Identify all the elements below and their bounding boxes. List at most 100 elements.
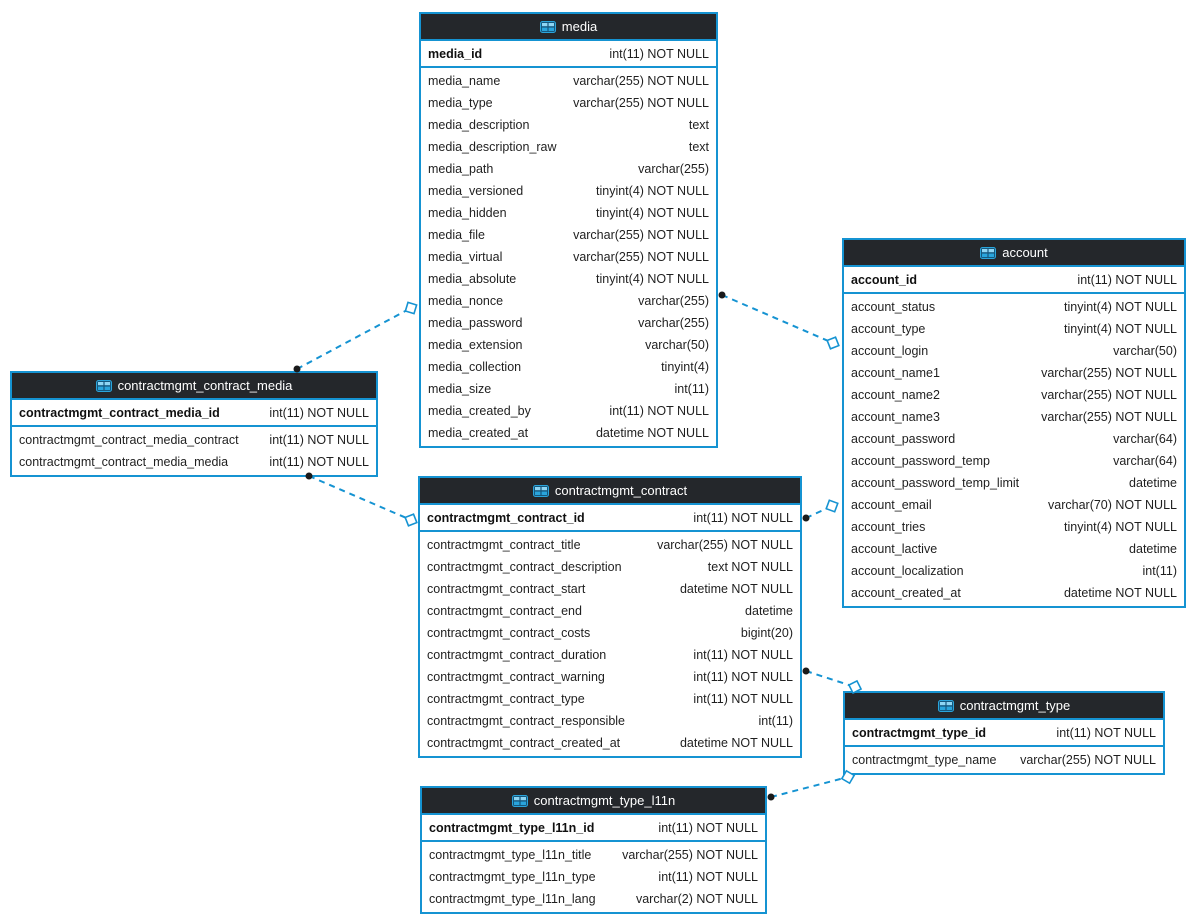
- table-title: contractmgmt_type: [959, 698, 1071, 713]
- table-row-pk[interactable]: contractmgmt_contract_id int(11) NOT NUL…: [420, 505, 800, 532]
- column-name: media_created_at: [428, 426, 529, 440]
- column-name: account_email: [851, 498, 932, 512]
- column-name: media_name: [428, 74, 501, 88]
- table-row[interactable]: contractmgmt_contract_costs bigint(20): [420, 622, 800, 644]
- column-type: varchar(255) NOT NULL: [622, 848, 758, 862]
- column-name: account_lactive: [851, 542, 938, 556]
- table-contractmgmt-contract[interactable]: contractmgmt_contract contractmgmt_contr…: [418, 476, 802, 758]
- table-header[interactable]: contractmgmt_type: [845, 693, 1163, 720]
- table-row-pk[interactable]: account_id int(11) NOT NULL: [844, 267, 1184, 294]
- table-contractmgmt-type-l11n[interactable]: contractmgmt_type_l11n contractmgmt_type…: [420, 786, 767, 914]
- column-name: media_collection: [428, 360, 522, 374]
- column-type: varchar(70) NOT NULL: [1048, 498, 1177, 512]
- table-header[interactable]: contractmgmt_contract_media: [12, 373, 376, 400]
- column-name: contractmgmt_contract_costs: [427, 626, 591, 640]
- column-name: media_versioned: [428, 184, 524, 198]
- table-header[interactable]: media: [421, 14, 716, 41]
- column-type: bigint(20): [740, 626, 793, 640]
- column-name: account_name1: [851, 366, 940, 380]
- column-type: datetime: [745, 604, 793, 618]
- table-contractmgmt-type[interactable]: contractmgmt_type contractmgmt_type_id i…: [843, 691, 1165, 775]
- relation-diamond-marker: [404, 513, 418, 527]
- column-name: media_file: [428, 228, 485, 242]
- table-icon: [980, 246, 997, 259]
- table-contractmgmt-contract-media[interactable]: contractmgmt_contract_media contractmgmt…: [10, 371, 378, 477]
- column-name: contractmgmt_type_l11n_type: [429, 870, 596, 884]
- table-row-pk[interactable]: media_id int(11) NOT NULL: [421, 41, 716, 68]
- column-type: int(11) NOT NULL: [1077, 272, 1177, 287]
- column-name: contractmgmt_contract_created_at: [427, 736, 621, 750]
- table-row-pk[interactable]: contractmgmt_contract_media_id int(11) N…: [12, 400, 376, 427]
- column-name: contractmgmt_type_id: [852, 725, 987, 740]
- column-name: media_size: [428, 382, 492, 396]
- table-row-pk[interactable]: contractmgmt_type_l11n_id int(11) NOT NU…: [422, 815, 765, 842]
- column-type: datetime NOT NULL: [679, 582, 793, 596]
- relation-line-contractmgmt_contract_media-contractmgmt_contract: [308, 475, 412, 521]
- table-header[interactable]: contractmgmt_type_l11n: [422, 788, 765, 815]
- table-row-pk[interactable]: contractmgmt_type_id int(11) NOT NULL: [845, 720, 1163, 747]
- table-row[interactable]: account_lactive datetime: [844, 538, 1184, 560]
- column-type: varchar(255): [638, 162, 709, 176]
- column-name: account_password_temp: [851, 454, 990, 468]
- column-type: datetime: [1129, 542, 1177, 556]
- table-title: contractmgmt_type_l11n: [533, 793, 676, 808]
- column-type: int(11) NOT NULL: [269, 405, 369, 420]
- table-media[interactable]: media media_id int(11) NOT NULL media_na…: [419, 12, 718, 448]
- table-header[interactable]: account: [844, 240, 1184, 267]
- table-title: contractmgmt_contract: [554, 483, 688, 498]
- column-type: tinyint(4) NOT NULL: [1064, 322, 1177, 336]
- table-row[interactable]: account_email varchar(70) NOT NULL: [844, 494, 1184, 516]
- column-name: media_virtual: [428, 250, 503, 264]
- column-type: int(11) NOT NULL: [609, 46, 709, 61]
- table-header[interactable]: contractmgmt_contract: [420, 478, 800, 505]
- column-type: varchar(255) NOT NULL: [1020, 753, 1156, 767]
- column-name: contractmgmt_contract_media_contract: [19, 433, 239, 447]
- table-account[interactable]: account account_id int(11) NOT NULL acco…: [842, 238, 1186, 608]
- column-name: account_id: [851, 272, 917, 287]
